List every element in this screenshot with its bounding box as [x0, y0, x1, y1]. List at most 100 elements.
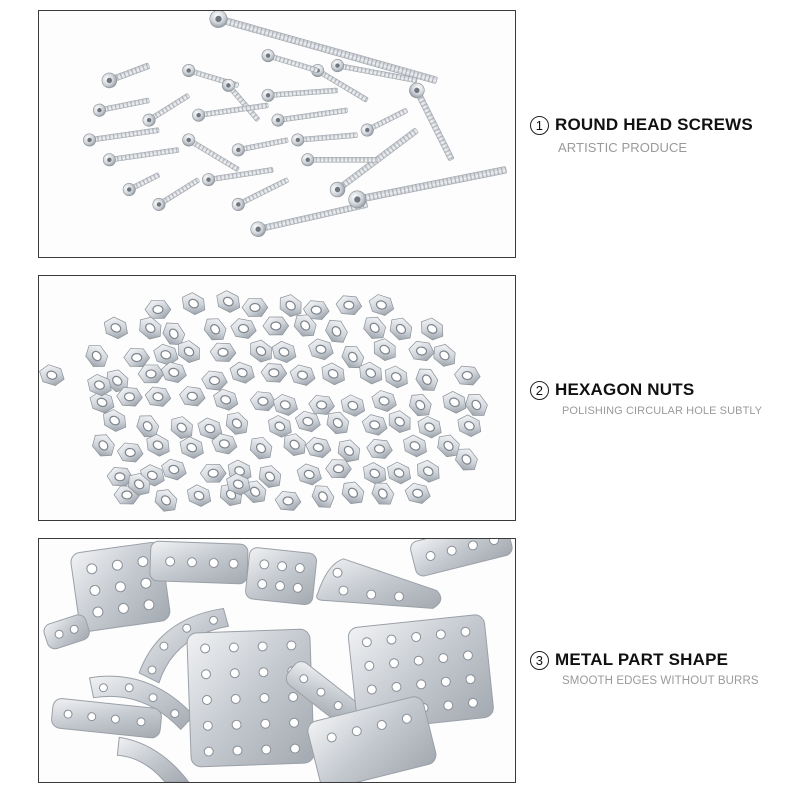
hexagon-nut: [361, 414, 388, 436]
square-plate: [70, 541, 171, 632]
hexagon-nut: [303, 300, 330, 320]
hexagon-nut: [437, 434, 460, 458]
hexagon-nut: [325, 459, 352, 479]
hexagon-nut: [363, 316, 387, 339]
metal-plates-photo: [38, 538, 516, 783]
hexagon-nut: [311, 485, 335, 508]
hexagon-nut: [335, 295, 363, 316]
screw: [83, 127, 160, 147]
hexagon-nut: [229, 361, 255, 384]
caption-round-head-screws: 1 ROUND HEAD SCREWS ARTISTIC PRODUCE: [530, 115, 798, 155]
screws-illustration: [83, 11, 507, 237]
hexagon-nut: [455, 448, 478, 471]
hexagon-nut: [209, 342, 237, 362]
hexagon-nut: [123, 348, 151, 367]
screw: [261, 49, 319, 73]
hexagon-nut: [161, 458, 187, 481]
hexagon-nut: [373, 338, 396, 362]
hexagon-nut: [305, 437, 332, 458]
screw: [152, 177, 200, 211]
hexagon-nut: [178, 340, 200, 364]
screw: [231, 177, 289, 211]
hexagon-nut: [179, 436, 204, 459]
hexagon-nut: [366, 439, 393, 459]
hexagon-nut: [295, 410, 321, 433]
hexagon-nut: [403, 434, 427, 458]
hexagon-nut: [404, 482, 431, 504]
small-plate: [245, 547, 318, 605]
hexagon-nut: [241, 298, 269, 317]
curved-plate: [116, 736, 190, 782]
hexagon-nut: [326, 411, 350, 435]
screw: [231, 137, 289, 157]
screw: [202, 167, 274, 187]
hexagon-nut: [274, 491, 302, 511]
hexagon-nut: [260, 363, 288, 383]
hexagon-nut: [154, 489, 178, 512]
hexagon-nut: [464, 394, 488, 416]
hexagon-nut: [92, 434, 115, 457]
hexagon-nut: [283, 433, 306, 457]
title-text: HEXAGON NUTS: [555, 380, 695, 399]
screw: [122, 172, 160, 197]
triangle-plate: [316, 558, 442, 609]
hexagon-nut: [363, 462, 387, 485]
hexagon-nut: [170, 416, 193, 439]
hexagon-nut: [279, 294, 302, 318]
hexagon-nut: [368, 294, 395, 316]
hexagon-nut: [416, 459, 440, 483]
hexagon-nut: [89, 391, 115, 414]
hexagon-nut: [388, 410, 411, 434]
hexagon-nut: [408, 394, 432, 417]
hexagon-nut: [186, 484, 212, 507]
hexagon-nut: [384, 365, 408, 389]
hexagon-nut: [258, 465, 282, 488]
hexagon-nut: [144, 386, 172, 407]
screw: [182, 133, 240, 172]
hexagon-nut: [433, 344, 456, 367]
hexagon-nut: [199, 463, 227, 483]
hexagon-nut: [340, 394, 366, 417]
hexagon-nut: [179, 386, 206, 407]
hexagon-nut: [308, 395, 335, 415]
hexagon-nut: [116, 442, 144, 463]
hexagon-nut: [106, 467, 134, 487]
screw: [291, 132, 358, 147]
screw: [102, 147, 180, 167]
screw: [301, 153, 378, 167]
hexagon-nut: [359, 361, 383, 385]
plate: [307, 696, 437, 782]
number-badge: 3: [530, 650, 549, 670]
hexagon-nut: [408, 340, 435, 362]
screw: [271, 107, 348, 127]
hexagon-nut: [415, 368, 439, 391]
hexagon-nut: [421, 317, 444, 341]
nuts-illustration: [39, 290, 488, 512]
hexagon-nut: [144, 300, 172, 319]
hexagon-nut: [267, 415, 292, 438]
hexagon-nut: [226, 473, 251, 496]
screws-photo: [38, 10, 516, 258]
plates-illustration: [43, 539, 513, 782]
hexagon-nut: [321, 362, 345, 386]
caption-title: 2 HEXAGON NUTS: [530, 380, 798, 400]
hexagon-nut: [442, 391, 467, 414]
hexagon-nut: [201, 370, 228, 391]
hexagon-nut: [250, 339, 272, 363]
short-strip-plate: [43, 614, 90, 650]
screw: [360, 108, 408, 137]
screw: [142, 93, 190, 127]
hexagon-nut: [139, 316, 162, 340]
screw: [409, 82, 454, 161]
hexagon-nut: [308, 338, 334, 361]
large-plate: [186, 628, 315, 768]
hexagon-nut: [137, 364, 165, 384]
hexagon-nut: [371, 482, 395, 505]
hexagon-nut: [271, 340, 297, 364]
caption-subtitle: ARTISTIC PRODUCE: [558, 140, 688, 155]
caption-subtitle: SMOOTH EDGES WITHOUT BURRS: [562, 675, 759, 687]
hexagon-nut: [211, 433, 238, 455]
hexagon-nut: [341, 346, 365, 369]
hexagon-nut: [337, 439, 361, 463]
hexagon-nut: [153, 343, 179, 366]
